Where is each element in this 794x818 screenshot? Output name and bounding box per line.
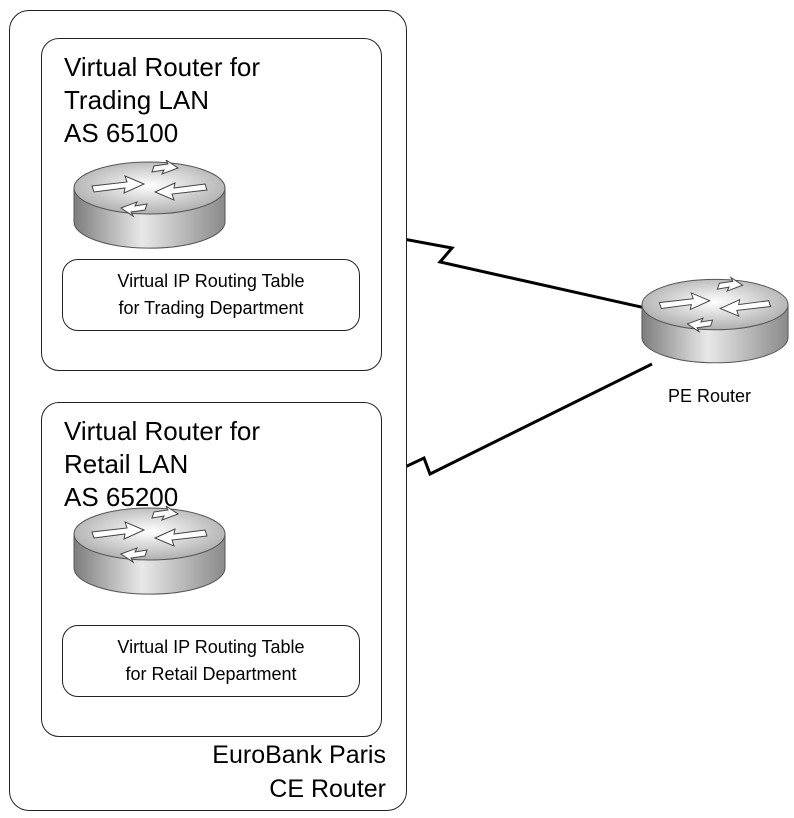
ce-router-label-line1: EuroBank Paris: [212, 741, 386, 769]
vr-title-line3: AS 65100: [64, 118, 179, 148]
vr-title-line2: Trading LAN: [64, 85, 209, 115]
routing-table-line2: for Retail Department: [125, 664, 297, 684]
routing-table-line1: Virtual IP Routing Table: [117, 637, 305, 657]
routing-table-retail: Virtual IP Routing Table for Retail Depa…: [62, 625, 360, 697]
ce-router-label: EuroBank Paris CE Router: [212, 738, 386, 806]
routing-table-trading: Virtual IP Routing Table for Trading Dep…: [62, 259, 360, 331]
virtual-router-trading-title: Virtual Router for Trading LAN AS 65100: [64, 51, 260, 150]
vr-title-line3: AS 65200: [64, 482, 179, 512]
vr-title-line1: Virtual Router for: [64, 52, 261, 82]
ce-router-label-line2: CE Router: [269, 775, 386, 803]
router-icon: [73, 160, 226, 249]
virtual-router-retail-title: Virtual Router for Retail LAN AS 65200: [64, 415, 260, 514]
routing-table-line1: Virtual IP Routing Table: [117, 271, 305, 291]
vr-title-line1: Virtual Router for: [64, 416, 261, 446]
router-icon: [73, 506, 226, 595]
router-icon: [641, 276, 789, 364]
vr-title-line2: Retail LAN: [64, 449, 189, 479]
routing-table-line2: for Trading Department: [118, 298, 304, 318]
pe-router-label: PE Router: [668, 386, 752, 406]
